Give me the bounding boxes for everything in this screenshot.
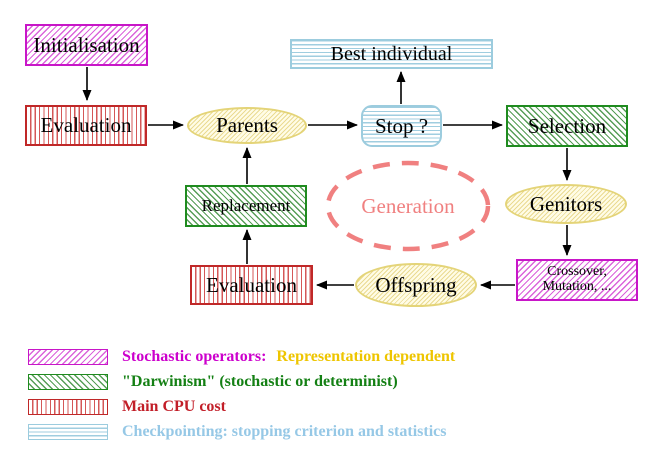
legend-swatch-magenta-hatch — [28, 348, 108, 365]
node-initialisation: Initialisation — [25, 24, 148, 66]
crossover-line-1: Crossover, — [547, 264, 607, 280]
legend-text-stochastic: Stochastic operators: Representation depe… — [122, 348, 662, 366]
legend-label-checkpointing: Checkpointing: stopping criterion and st… — [122, 422, 447, 440]
crossover-line-2: Mutation, ... — [542, 279, 612, 294]
legend-row-cpu-cost: Main CPU cost — [28, 398, 226, 415]
legend-row-darwinism: "Darwinism" (stochastic or determinist) — [28, 373, 398, 390]
node-crossover-mutation: Crossover, Mutation, ... — [516, 259, 638, 301]
legend-swatch-red-stripes — [28, 398, 108, 415]
legend-label-stochastic: Stochastic operators: — [122, 347, 267, 365]
legend-label-representation: Representation dependent — [276, 347, 456, 365]
legend-swatch-cyan-stripes — [28, 423, 108, 440]
legend-label-cpu-cost: Main CPU cost — [122, 397, 226, 415]
node-replacement: Replacement — [185, 185, 307, 227]
node-offspring: Offspring — [355, 263, 477, 307]
node-stop: Stop ? — [361, 105, 442, 147]
node-best-individual: Best individual — [290, 39, 493, 69]
node-evaluation-bottom: Evaluation — [190, 265, 313, 305]
legend-label-darwinism: "Darwinism" (stochastic or determinist) — [122, 372, 398, 390]
node-genitors: Genitors — [505, 184, 627, 224]
node-parents: Parents — [187, 107, 307, 144]
legend-row-checkpointing: Checkpointing: stopping criterion and st… — [28, 423, 446, 440]
node-selection: Selection — [506, 105, 628, 147]
generation-label: Generation — [361, 193, 455, 218]
node-evaluation-top: Evaluation — [25, 105, 147, 146]
legend-swatch-green-hatch — [28, 373, 108, 390]
legend-row-stochastic: Stochastic operators: Representation depe… — [28, 348, 455, 365]
